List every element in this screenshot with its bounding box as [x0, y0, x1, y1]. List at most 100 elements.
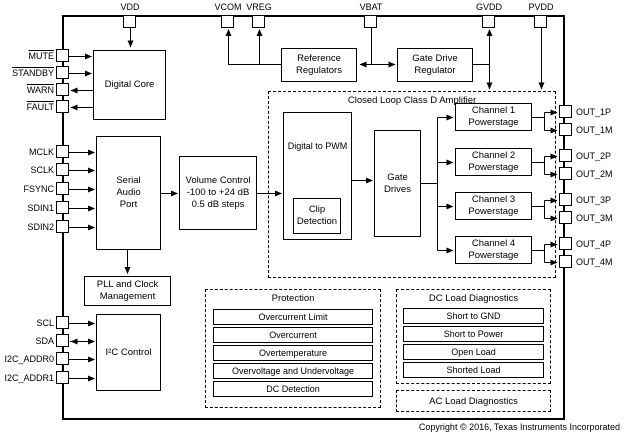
pin-label-out-4p: OUT_4P	[576, 239, 612, 249]
pin-vdd	[123, 15, 136, 28]
powerstage-label: Powerstage	[468, 206, 519, 217]
pin-sda	[56, 334, 69, 347]
pin-out-1m	[559, 123, 572, 136]
powerstage-label: Powerstage	[468, 117, 519, 128]
gate-drive-regulator-label: Regulator	[414, 65, 456, 76]
class-d-amplifier-title: Closed Loop Class D Amplifier	[347, 95, 477, 106]
pin-label-out-4m: OUT_4M	[576, 257, 613, 267]
pin-warn	[56, 83, 69, 96]
serial-audio-port-label: Port	[119, 198, 138, 210]
dc-diag-item-label: Short to Power	[443, 329, 504, 339]
copyright-notice: Copyright © 2016, Texas Instruments Inco…	[418, 422, 620, 432]
pin-label-i2c-addr0: I2C_ADDR0	[4, 354, 54, 364]
gate-drives-label: Drives	[384, 183, 411, 195]
digital-to-pwm-label: Digital to PWM	[287, 141, 348, 151]
pin-label-out-3m: OUT_3M	[576, 213, 613, 223]
protection-item-overcurrent: Overcurrent	[213, 327, 373, 343]
pin-out-2m	[559, 167, 572, 180]
digital-core-label: Digital Core	[104, 79, 155, 91]
pin-vbat	[364, 15, 377, 28]
pin-label-fsync: FSYNC	[23, 184, 54, 194]
pll-clock-label: PLL and Clock	[96, 279, 159, 291]
powerstage-label: Powerstage	[468, 162, 519, 173]
pll-clock-label: Management	[99, 291, 156, 302]
channel-2-label: Channel 2	[471, 150, 516, 162]
volume-control-block: Volume Control -100 to +24 dB 0.5 dB ste…	[179, 156, 257, 230]
pin-label-mclk: MCLK	[28, 147, 54, 157]
pin-label-sclk: SCLK	[30, 165, 54, 175]
channel-4-label: Channel 4	[471, 238, 516, 250]
pin-label-sdin1: SDIN1	[27, 203, 54, 213]
pin-fsync	[56, 182, 69, 195]
dc-diag-item-label: Short to GND	[446, 311, 501, 321]
serial-audio-port-label: Serial	[116, 175, 141, 187]
pin-label-sdin2: SDIN2	[27, 222, 54, 232]
gate-drive-regulator-label: Gate Drive	[412, 53, 458, 65]
clip-detection-label: Detection	[296, 216, 338, 227]
serial-audio-port-block: Serial Audio Port	[96, 136, 161, 250]
pin-label-gvdd: GVDD	[475, 2, 502, 12]
gate-drive-regulator-block: Gate Drive Regulator	[397, 48, 473, 82]
protection-item-overtemperature: Overtemperature	[213, 345, 373, 361]
pin-label-vbat: VBAT	[359, 2, 383, 12]
powerstage-label: Powerstage	[468, 250, 519, 261]
volume-control-steps: 0.5 dB steps	[191, 198, 245, 210]
pin-scl	[56, 316, 69, 329]
dc-diag-item-label: Shorted Load	[446, 365, 501, 375]
channel-4-powerstage-block: Channel 4 Powerstage	[455, 236, 532, 264]
pin-out-3m	[559, 211, 572, 224]
dc-diag-item-label: Open Load	[451, 347, 496, 357]
protection-item-label: DC Detection	[266, 384, 320, 394]
channel-3-label: Channel 3	[471, 194, 516, 206]
gate-drives-block: Gate Drives	[374, 130, 421, 237]
dc-diag-item-short-to-gnd: Short to GND	[403, 308, 544, 324]
pin-i2c-addr1	[56, 371, 69, 384]
ac-load-diagnostics-title: AC Load Diagnostics	[429, 395, 518, 407]
pin-sdin1	[56, 201, 69, 214]
pin-label-vreg: VREG	[246, 2, 272, 12]
pin-out-4p	[559, 237, 572, 250]
i2c-control-label: I²C Control	[105, 346, 152, 358]
gate-drives-label: Gate	[387, 171, 408, 183]
pin-out-4m	[559, 255, 572, 268]
pin-label-i2c-addr1: I2C_ADDR1	[4, 373, 54, 383]
pin-fault	[56, 100, 69, 113]
channel-2-powerstage-block: Channel 2 Powerstage	[455, 148, 532, 176]
protection-item-label: Overcurrent Limit	[258, 312, 328, 322]
protection-group	[205, 289, 381, 408]
pin-mclk	[56, 145, 69, 158]
pin-label-out-2p: OUT_2P	[576, 151, 612, 161]
reference-regulators-block: Reference Regulators	[281, 48, 357, 82]
pin-label-out-1p: OUT_1P	[576, 107, 612, 117]
pin-out-1p	[559, 105, 572, 118]
pin-vcom	[221, 15, 234, 28]
protection-title: Protection	[271, 293, 315, 304]
channel-3-powerstage-block: Channel 3 Powerstage	[455, 192, 532, 220]
protection-item-dc-detection: DC Detection	[213, 381, 373, 397]
pin-mute	[56, 49, 69, 62]
i2c-control-block: I²C Control	[96, 314, 161, 391]
channel-1-powerstage-block: Channel 1 Powerstage	[455, 103, 532, 131]
pin-label-standby: STANDBY	[12, 68, 54, 78]
pll-clock-management-block: PLL and Clock Management	[84, 276, 171, 306]
pin-label-vcom: VCOM	[214, 2, 242, 12]
reference-regulators-label: Reference	[297, 53, 341, 65]
pin-gvdd	[482, 15, 495, 28]
pin-standby	[56, 66, 69, 79]
channel-1-label: Channel 1	[471, 105, 516, 117]
ac-load-diagnostics-group: AC Load Diagnostics	[396, 390, 551, 412]
protection-item-overcurrent-limit: Overcurrent Limit	[213, 309, 373, 325]
pin-out-2p	[559, 149, 572, 162]
volume-control-range: -100 to +24 dB	[186, 187, 250, 199]
clip-detection-block: Clip Detection	[293, 198, 341, 234]
clip-detection-label: Clip	[308, 204, 326, 216]
pin-vreg	[252, 15, 265, 28]
protection-item-label: Overcurrent	[269, 330, 317, 340]
pin-label-scl: SCL	[36, 318, 54, 328]
protection-item-label: Overvoltage and Undervoltage	[231, 366, 355, 376]
pin-pvdd	[534, 15, 547, 28]
pin-label-fault: FAULT	[26, 102, 54, 112]
class-d-amplifier-group	[268, 91, 556, 278]
